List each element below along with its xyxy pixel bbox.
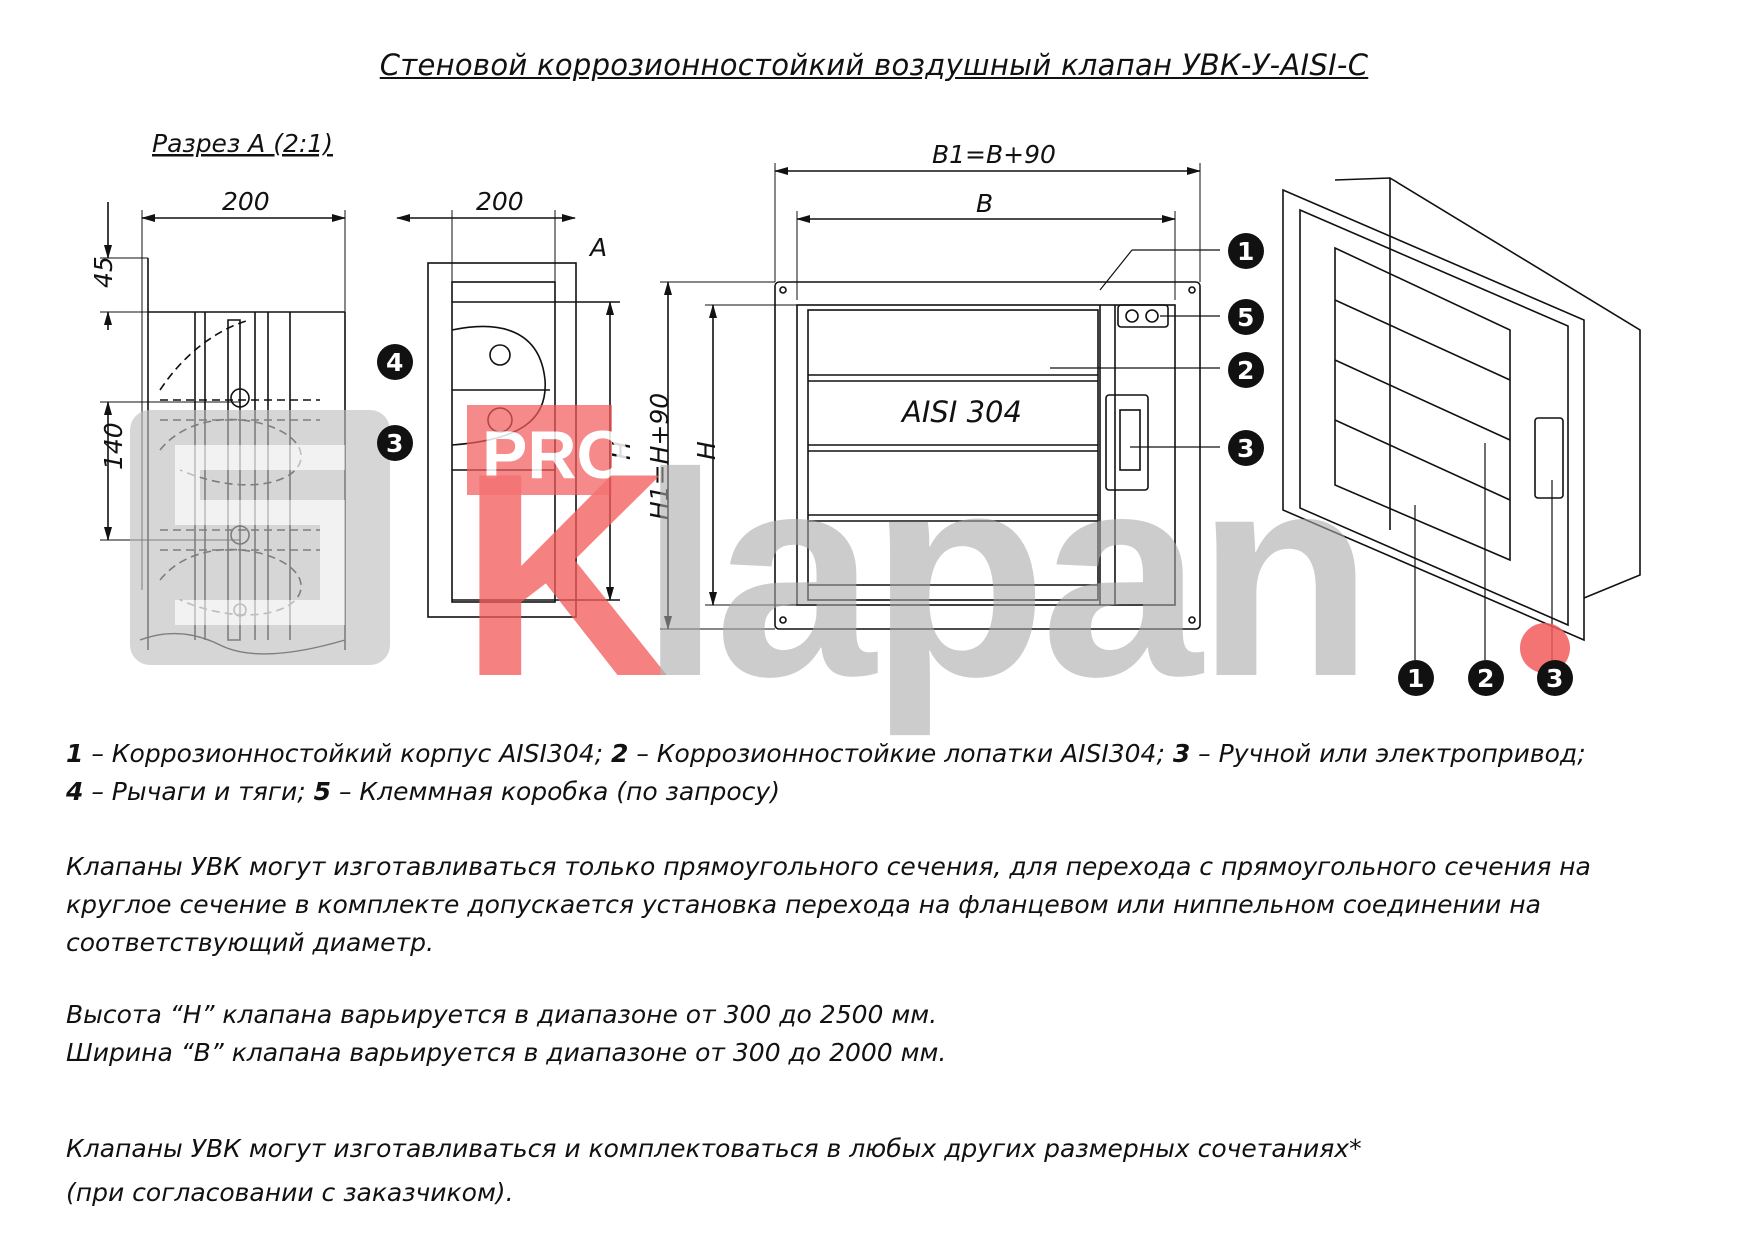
side-dim-h: H	[607, 441, 636, 460]
section-dim-top: 45	[89, 256, 118, 288]
callouts: 4 3 1 5 2 3 1 2 3	[377, 233, 1573, 696]
paragraph-shapes: Клапаны УВК могут изготавливаться только…	[66, 848, 1706, 962]
legend-line-1: 1 – Коррозионностойкий корпус AISI304; 2…	[66, 735, 1706, 773]
front-dim-b1: B1=B+90	[932, 140, 1056, 169]
section-marker: А	[588, 233, 607, 262]
watermark-pro: PRO	[482, 417, 629, 493]
paragraph-line: соответствующий диаметр.	[66, 928, 434, 957]
paragraph-sizes: Высота “Н” клапана варьируется в диапазо…	[66, 996, 1706, 1072]
legend-text: – Клеммная коробка (по запросу)	[331, 777, 780, 806]
title-text: Стеновой коррозионностойкий воздушный кл…	[379, 48, 1369, 82]
callout-5-front: 5	[1228, 299, 1264, 335]
paragraph-line: Клапаны УВК могут изготавливаться и комп…	[66, 1134, 1362, 1163]
paragraph-line: Ширина “В” клапана варьируется в диапазо…	[66, 1038, 947, 1067]
front-dim-h: H	[692, 441, 721, 460]
legend-num: 2	[611, 739, 629, 768]
paragraph-custom: Клапаны УВК могут изготавливаться и комп…	[66, 1127, 1706, 1215]
section-label: Разрез А (2:1)	[152, 129, 333, 158]
legend-num: 1	[66, 739, 84, 768]
callout-3-front: 3	[1228, 430, 1264, 466]
page-title: Стеновой коррозионностойкий воздушный кл…	[0, 48, 1748, 82]
legend-text: – Коррозионностойкие лопатки AISI304;	[628, 739, 1173, 768]
section-dim-pitch: 140	[99, 422, 128, 470]
svg-text:5: 5	[1237, 303, 1254, 332]
callout-2-front: 2	[1228, 352, 1264, 388]
paragraph-line: Клапаны УВК могут изготавливаться только…	[66, 852, 1591, 881]
watermark-rest: lapan	[640, 413, 1367, 738]
side-dim-width: 200	[476, 187, 524, 216]
svg-text:3: 3	[1237, 434, 1254, 463]
svg-text:2: 2	[1477, 664, 1494, 693]
svg-text:2: 2	[1237, 356, 1254, 385]
paragraph-line: Высота “Н” клапана варьируется в диапазо…	[66, 1000, 938, 1029]
callout-3-iso: 3	[1537, 660, 1573, 696]
paragraph-line: (при согласовании с заказчиком).	[66, 1178, 514, 1207]
legend: 1 – Коррозионностойкий корпус AISI304; 2…	[66, 735, 1706, 811]
callout-2-iso: 2	[1468, 660, 1504, 696]
watermark-k: K	[460, 413, 669, 737]
front-view: B1=B+90 B AISI 304 H1=H+90 H	[645, 140, 1220, 630]
callout-1-iso: 1	[1398, 660, 1434, 696]
legend-text: – Рычаги и тяги;	[83, 777, 314, 806]
legend-num: 3	[1172, 739, 1191, 768]
svg-text:1: 1	[1407, 664, 1424, 693]
callout-1-front: 1	[1228, 233, 1264, 269]
paragraph-line: круглое сечение в комплекте допускается …	[66, 890, 1541, 919]
watermark: PRO K lapan	[130, 405, 1570, 738]
legend-text: – Коррозионностойкий корпус AISI304;	[83, 739, 611, 768]
section-dim-width: 200	[222, 187, 270, 216]
legend-line-2: 4 – Рычаги и тяги; 5 – Клеммная коробка …	[66, 773, 1706, 811]
watermark-pro-box	[467, 405, 612, 495]
front-dim-b: B	[976, 189, 993, 218]
svg-text:3: 3	[386, 429, 403, 458]
callout-4-side: 4	[377, 344, 413, 380]
front-dim-h1: H1=H+90	[645, 393, 674, 520]
svg-text:4: 4	[386, 348, 403, 377]
legend-text: – Ручной или электропривод;	[1190, 739, 1586, 768]
svg-text:3: 3	[1546, 664, 1563, 693]
legend-num: 4	[66, 777, 84, 806]
svg-text:1: 1	[1237, 237, 1254, 266]
callout-3-side: 3	[377, 425, 413, 461]
blade-label: AISI 304	[900, 395, 1022, 429]
legend-num: 5	[313, 777, 331, 806]
